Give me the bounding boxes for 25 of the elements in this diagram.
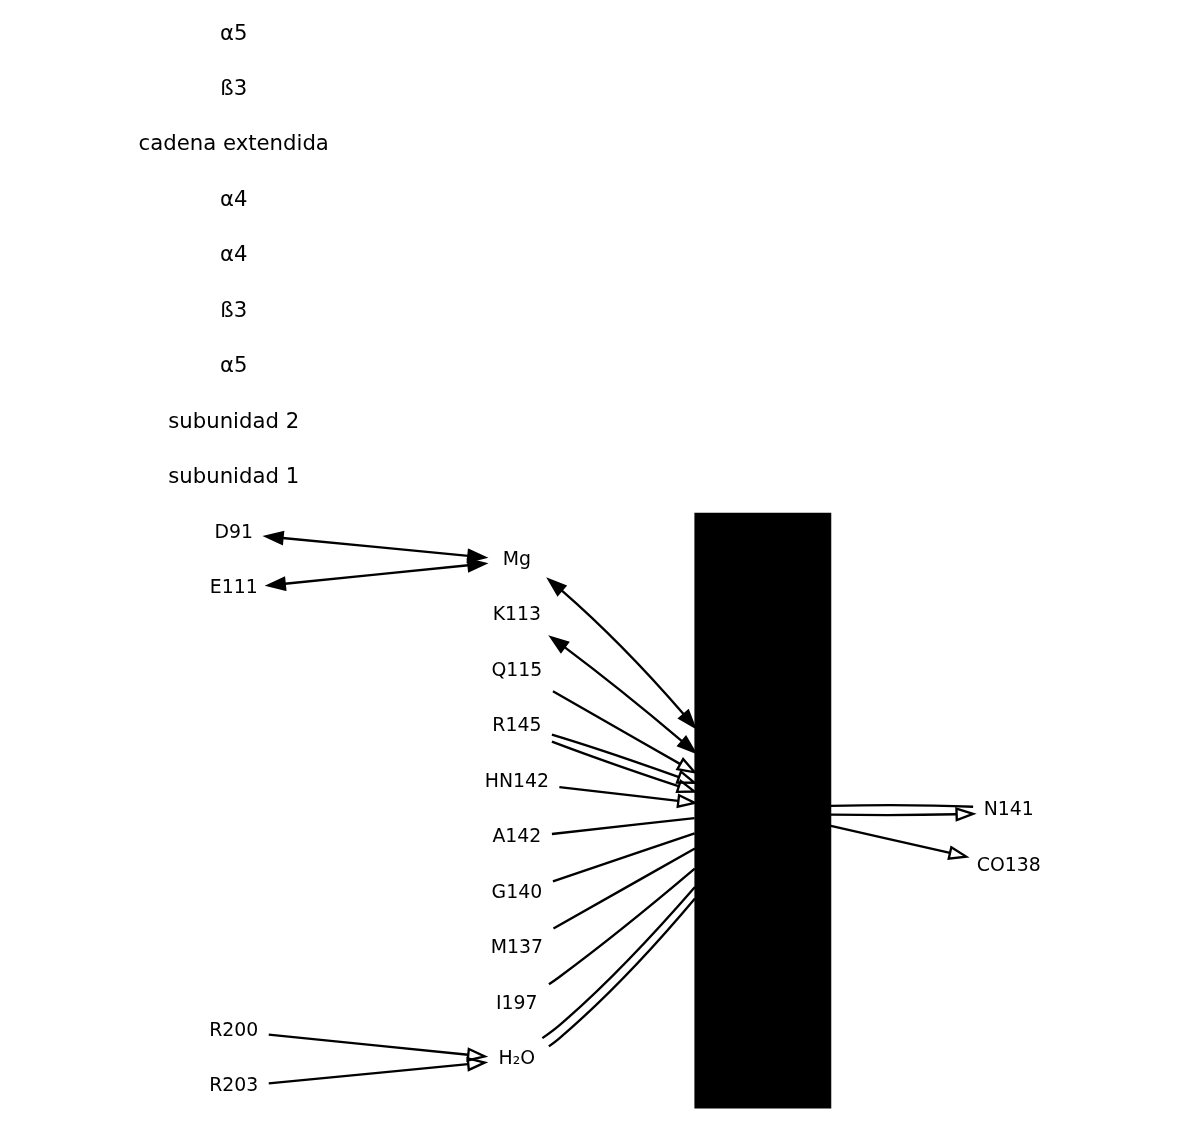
node-text: HN142	[484, 768, 549, 791]
node-text: M137	[490, 935, 543, 958]
node-text: CO138	[976, 852, 1041, 875]
node-text: N141	[983, 797, 1034, 820]
node-text: H₂O	[498, 1046, 536, 1069]
label: α5	[219, 19, 248, 45]
node-text: G140	[491, 879, 543, 902]
label: subunidad 1	[168, 463, 300, 489]
node-text: Q115	[491, 657, 543, 680]
label: α4	[219, 241, 248, 267]
label: ß3	[220, 296, 248, 322]
node-text: E111	[209, 575, 258, 598]
label: α4	[219, 185, 248, 211]
label: subunidad 2	[168, 407, 300, 433]
node-text: R145	[492, 713, 542, 736]
node-text: A142	[492, 824, 542, 847]
label: ß3	[220, 74, 248, 100]
node-text: Mg	[502, 546, 531, 569]
node-text: I197	[496, 990, 538, 1013]
node-text: D91	[214, 519, 253, 542]
node-text: K113	[492, 602, 542, 625]
node-text: R203	[209, 1073, 259, 1096]
label: cadena extendida	[138, 130, 329, 156]
node-text: R200	[209, 1017, 259, 1040]
label: α5	[219, 352, 248, 378]
